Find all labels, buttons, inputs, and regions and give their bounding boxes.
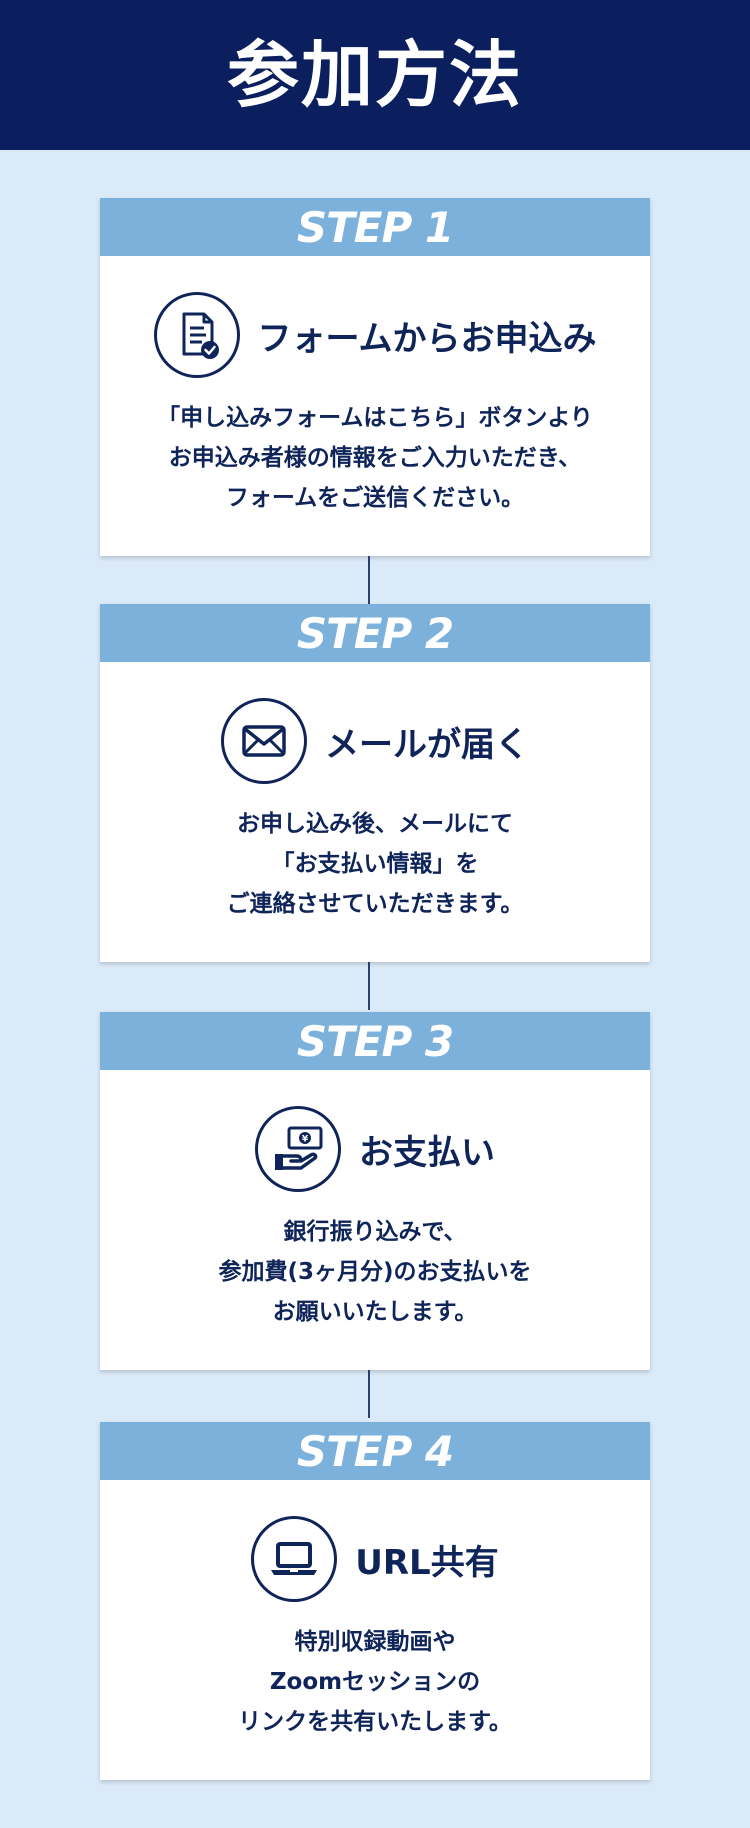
step-header: STEP 1 [100,198,650,256]
step-description: 「申し込みフォームはこちら」ボタンより お申込み者様の情報をご入力いただき、 フ… [100,398,650,518]
step-description-line: 銀行振り込みで、 [283,1219,467,1245]
step-description: お申し込み後、メールにて 「お支払い情報」を ご連絡させていただきます。 [100,804,650,924]
step-description-line: 「申し込みフォームはこちら」ボタンより [157,405,593,431]
step-description-line: ご連絡させていただきます。 [226,891,524,917]
step-title-row: URL共有 [100,1514,650,1604]
payment-hand-icon: ¥ [255,1106,341,1192]
step-card-4: STEP 4 URL共有 特別収録動画や Zoomセッションの リンクを共有いた… [100,1422,650,1780]
step-label: STEP 2 [296,608,454,658]
step-card-2: STEP 2 メールが届く お申し込み後、メールにて 「お支払い情報」を ご連絡… [100,604,650,962]
step-title: URL共有 [355,1542,499,1583]
step-header: STEP 4 [100,1422,650,1480]
step-title: フォームからお申込み [257,318,597,359]
step-description-line: リンクを共有いたします。 [238,1709,512,1735]
step-title-row: ¥ お支払い [100,1104,650,1194]
step-title-row: メールが届く [100,696,650,786]
step-card-1: STEP 1 フォームからお申込み 「申し込みフォームはこちら」ボタンより お申… [100,198,650,556]
step-title: お支払い [359,1132,495,1173]
step-description-line: 特別収録動画や [294,1629,456,1655]
step-header: STEP 3 [100,1012,650,1070]
step-title: メールが届く [325,724,529,765]
step-card-3: STEP 3 ¥ お支払い 銀行振り込みで、 参加費(3ヶ月分)のお支払いを お… [100,1012,650,1370]
step-label: STEP 1 [296,202,454,252]
step-description: 特別収録動画や Zoomセッションの リンクを共有いたします。 [100,1622,650,1742]
step-description: 銀行振り込みで、 参加費(3ヶ月分)のお支払いを お願いいたします。 [100,1212,650,1332]
page-header: 参加方法 [0,0,750,150]
laptop-icon [251,1516,338,1602]
step-description-line: フォームをご送信ください。 [225,485,525,511]
step-description-line: お申込み者様の情報をご入力いただき、 [168,445,582,471]
step-description-line: Zoomセッションの [269,1669,481,1695]
step-label: STEP 3 [296,1016,454,1066]
step-description-line: 「お支払い情報」を [271,851,479,877]
document-check-icon [153,292,240,378]
svg-text:¥: ¥ [302,1135,309,1145]
step-title-row: フォームからお申込み [100,290,650,380]
step-label: STEP 4 [296,1426,454,1476]
step-connector [368,962,370,1010]
step-connector [368,556,370,604]
step-header: STEP 2 [100,604,650,662]
mail-icon [221,698,307,784]
step-description-line: お願いいたします。 [272,1299,478,1325]
step-connector [368,1370,370,1418]
step-description-line: 参加費(3ヶ月分)のお支払いを [218,1259,532,1285]
step-description-line: お申し込み後、メールにて [237,811,513,837]
page-title: 参加方法 [226,33,523,117]
